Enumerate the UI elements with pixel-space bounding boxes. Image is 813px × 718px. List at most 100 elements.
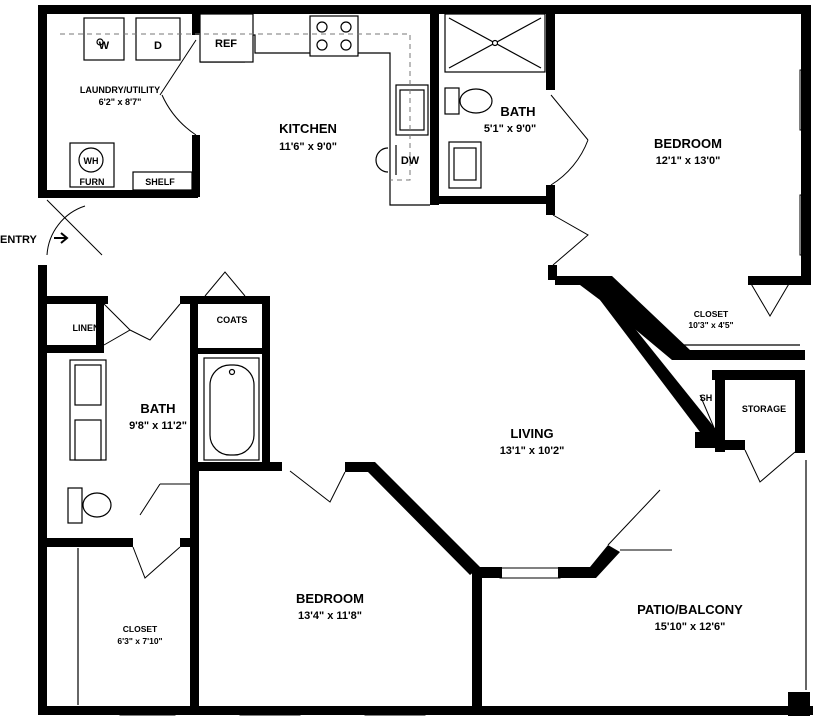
patio-dims: 15'10" x 12'6": [655, 621, 726, 633]
bath2-dims: 9'8" x 11'2": [129, 420, 187, 432]
storage-door: [744, 449, 796, 483]
wall-bedroom2-diagonal: [345, 462, 480, 575]
shower-door: [699, 394, 716, 431]
wall-linen-bottom: [38, 345, 103, 353]
bath2-entry-door: [129, 303, 181, 341]
bath2-toilet-tank: [67, 487, 83, 524]
bath2-sink-2: [74, 419, 102, 461]
water-heater-label: WH: [84, 156, 99, 166]
linen-label: LINEN: [73, 323, 100, 333]
wall-bath2-bottom-left: [38, 538, 133, 547]
shower-label: SH: [700, 393, 713, 403]
kitchen-dims: 11'6" x 9'0": [279, 141, 337, 153]
wall-linen-right: [96, 296, 104, 353]
doors: [46, 39, 796, 579]
bath1-name: BATH: [500, 104, 535, 119]
closet2-door: [132, 546, 181, 579]
bedroom1-dims: 12'1" x 13'0": [656, 155, 721, 167]
bath1-door: [550, 94, 589, 186]
coats-label: COATS: [217, 315, 248, 325]
dishwasher-label: DW: [401, 155, 420, 167]
kitchen-name: KITCHEN: [279, 121, 337, 136]
wall-bedroom1-bottom-right: [748, 276, 811, 285]
wall-patio-top-left: [472, 567, 502, 578]
patio-corner-post: [788, 692, 810, 716]
living-window: [499, 567, 561, 579]
dryer: [135, 17, 181, 61]
wall-laundry-bottom: [38, 190, 198, 198]
furnace-label: FURN: [80, 177, 105, 187]
shower-drain: [491, 39, 499, 47]
wall-patio-top-right: [558, 545, 620, 578]
laundry-dims: 6'2" x 8'7": [99, 97, 142, 107]
living-dims: 13'1" x 10'2": [500, 445, 565, 457]
wall-left-lower: [38, 265, 47, 715]
laundry-door: [159, 39, 197, 136]
bedroom1-door: [552, 214, 589, 266]
washer: [83, 17, 125, 61]
water-heater: [78, 147, 104, 173]
washer-label: W: [99, 40, 110, 52]
linen-door: [103, 303, 131, 346]
wall-bedroom2-left: [190, 462, 199, 715]
storage-label: STORAGE: [742, 404, 786, 414]
wall-right-bedroom: [801, 5, 811, 285]
laundry-name: LAUNDRY/UTILITY: [80, 85, 160, 95]
refrigerator-label: REF: [215, 38, 237, 50]
bedroom1-name: BEDROOM: [654, 136, 722, 151]
dryer-label: D: [154, 40, 162, 52]
refrigerator: [199, 13, 254, 63]
burner-3: [316, 39, 328, 51]
wall-coats-right: [262, 296, 270, 466]
wall-linen-top: [38, 296, 108, 304]
closet1-name: CLOSET: [694, 309, 729, 319]
wall-right-storage: [795, 378, 805, 453]
wall-laundry-right-top: [192, 5, 200, 35]
bath2-name: BATH: [140, 401, 175, 416]
wall-top: [38, 5, 810, 14]
wall-bath1-bedroom-top: [546, 5, 555, 90]
burner-2: [340, 21, 352, 33]
range: [309, 15, 359, 57]
patio-door: [607, 489, 672, 551]
shelf-label: SHELF: [145, 177, 175, 187]
coats-door: [204, 271, 246, 297]
bath1-sink-basin: [453, 147, 477, 181]
closet2-dims: 6'3" x 7'10": [117, 636, 162, 646]
kitchen-cabinet-dashline: [60, 33, 411, 181]
wall-storage-left: [715, 370, 725, 452]
closet2-name: CLOSET: [123, 624, 158, 634]
arrow-right-icon: [54, 232, 69, 244]
washer-knob: [96, 38, 104, 46]
patio-name: PATIO/BALCONY: [637, 602, 743, 617]
wall-storage-corner: [695, 432, 717, 448]
bedroom2-door: [289, 470, 346, 503]
bath2-sink-1: [74, 364, 102, 406]
toilet-tank: [444, 87, 460, 115]
wall-bedroom2-top: [192, 462, 282, 471]
wall-bedroom1-left-stub: [548, 265, 557, 280]
entry-door: [46, 199, 103, 256]
burner-4: [340, 39, 352, 51]
bedroom2-name: BEDROOM: [296, 591, 364, 606]
dishwasher-swing: [375, 145, 397, 175]
bedroom2-dims: 13'4" x 11'8": [298, 610, 362, 622]
bathtub-basin: [209, 364, 255, 456]
bath1-dims: 5'1" x 9'0": [484, 123, 536, 135]
wall-bath2-bottom-right: [180, 538, 198, 547]
toilet-bowl: [459, 88, 493, 114]
wall-coats-top: [180, 296, 270, 304]
burner-1: [316, 21, 328, 33]
wall-kitchen-bath: [430, 5, 439, 205]
wall-bath2-right: [190, 296, 198, 466]
bath2-toilet-bowl: [82, 492, 112, 518]
wall-storage-top: [712, 370, 805, 380]
wall-storage-bottom: [715, 440, 745, 450]
closet1-door: [749, 281, 791, 317]
tub-drain: [228, 368, 236, 376]
wall-laundry-right-bottom: [192, 135, 200, 197]
living-name: LIVING: [510, 426, 553, 441]
shelf: [132, 171, 193, 191]
closet1-shelf: [607, 286, 800, 346]
